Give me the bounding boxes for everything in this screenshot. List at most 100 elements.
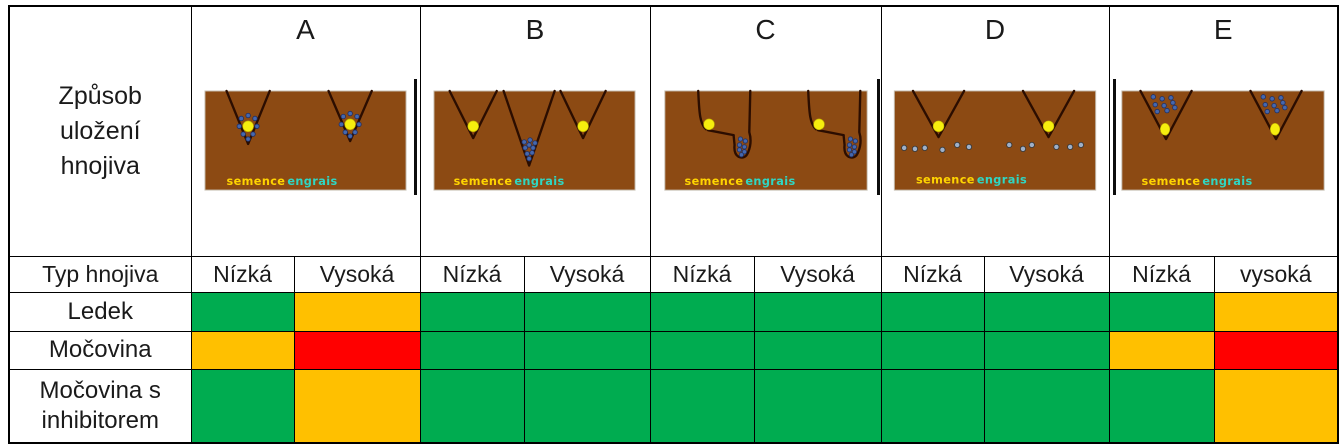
rating-cell bbox=[1108, 368, 1215, 443]
seed-furrow bbox=[1139, 89, 1193, 141]
rating-cell bbox=[419, 368, 525, 443]
dose-header-e-high: vysoká bbox=[1213, 255, 1339, 293]
dose-header-d-low: Nízká bbox=[880, 255, 985, 293]
row-label-ledek: Ledek bbox=[8, 291, 192, 332]
rating-cell bbox=[293, 330, 421, 370]
placement-diagram-d: semence engrais bbox=[893, 89, 1096, 191]
column-letter-b: B bbox=[525, 14, 545, 45]
fertilizer-pocket bbox=[841, 89, 862, 159]
fertilizer-granules bbox=[1260, 94, 1288, 115]
dose-header-c-high: Vysoká bbox=[753, 255, 882, 293]
rating-cell bbox=[880, 330, 985, 370]
rating-cell bbox=[190, 368, 295, 443]
seed-furrow bbox=[1249, 89, 1303, 141]
diagram-cell-c: C bbox=[649, 5, 882, 257]
soil bbox=[893, 90, 1096, 191]
furrow-floor bbox=[706, 129, 735, 137]
dose-header-d-high: Vysoká bbox=[983, 255, 1110, 293]
soil bbox=[203, 90, 407, 191]
column-letter-c: C bbox=[755, 14, 776, 45]
seed-dot bbox=[467, 120, 479, 132]
seed-furrow bbox=[911, 89, 965, 139]
panel-divider bbox=[876, 79, 880, 195]
fertilizer-placement-table: Způsob uložení hnojiva A bbox=[8, 5, 1339, 444]
rating-cell bbox=[1213, 291, 1339, 332]
rating-cell bbox=[190, 330, 295, 370]
dose-header-b-high: Vysoká bbox=[523, 255, 651, 293]
type-header: Typ hnojiva bbox=[8, 255, 192, 293]
rating-cell bbox=[983, 330, 1110, 370]
rating-cell bbox=[1213, 368, 1339, 443]
seed-furrow bbox=[224, 89, 271, 146]
seed-dot bbox=[1160, 123, 1171, 136]
dose-header-a-high: Vysoká bbox=[293, 255, 421, 293]
seed-dot bbox=[1270, 123, 1281, 136]
rating-cell bbox=[983, 291, 1110, 332]
rating-cell bbox=[419, 291, 525, 332]
seed-dot bbox=[1042, 120, 1054, 132]
seed-furrow bbox=[326, 89, 373, 143]
seed-label: semence bbox=[454, 175, 513, 188]
fertilizer-granules bbox=[736, 136, 748, 158]
fertilizer-granules bbox=[521, 137, 538, 162]
row-label-mocovina: Močovina bbox=[8, 330, 192, 370]
corner-header-text: Způsob uložení hnojiva bbox=[58, 81, 142, 180]
soil bbox=[1121, 90, 1325, 191]
fertilizer-granules bbox=[1150, 94, 1178, 115]
rating-cell bbox=[649, 368, 755, 443]
column-letter-e: E bbox=[1213, 14, 1233, 45]
fertilizer-label: engrais bbox=[287, 175, 337, 188]
seed-furrow bbox=[448, 89, 498, 140]
fertilizer-label: engrais bbox=[1203, 175, 1253, 188]
fertilizer-label: engrais bbox=[976, 173, 1026, 186]
rating-cell bbox=[880, 368, 985, 443]
rating-cell bbox=[1108, 330, 1215, 370]
panel-divider bbox=[1112, 79, 1116, 195]
rating-cell bbox=[1108, 291, 1215, 332]
seed-dot bbox=[241, 120, 254, 132]
fertilizer-pocket bbox=[731, 89, 752, 159]
seed-furrow bbox=[1021, 89, 1075, 139]
rating-cell bbox=[1213, 330, 1339, 370]
fertilizer-label: engrais bbox=[514, 175, 564, 188]
broadcast-fertilizer-granules bbox=[900, 141, 1084, 153]
diagram-cell-b: B semence engrais bbox=[419, 5, 651, 257]
diagram-cell-e: E semence engrais bbox=[1108, 5, 1339, 257]
dose-header-e-low: Nízká bbox=[1108, 255, 1215, 293]
rating-cell bbox=[419, 330, 525, 370]
dose-header-c-low: Nízká bbox=[649, 255, 755, 293]
row-label-mocovina-s-inhibitorem: Močovina s inhibitorem bbox=[8, 368, 192, 443]
rating-cell bbox=[753, 330, 882, 370]
corner-header: Způsob uložení hnojiva bbox=[8, 5, 192, 257]
seed-label: semence bbox=[1142, 175, 1201, 188]
panel-divider bbox=[413, 79, 417, 195]
fertilizer-granules bbox=[846, 136, 858, 158]
seed-label: semence bbox=[915, 173, 974, 186]
rating-cell bbox=[523, 291, 651, 332]
fertilizer-furrow bbox=[502, 89, 556, 167]
dose-header-b-low: Nízká bbox=[419, 255, 525, 293]
rating-cell bbox=[649, 330, 755, 370]
rating-cell bbox=[523, 330, 651, 370]
furrow-floor bbox=[816, 129, 845, 137]
seed-label: semence bbox=[684, 175, 743, 188]
placement-diagram-c: semence engrais bbox=[663, 89, 868, 191]
rating-cell bbox=[753, 368, 882, 443]
placement-diagram-b: semence engrais bbox=[433, 89, 636, 191]
rating-cell bbox=[190, 291, 295, 332]
placement-diagram-e: semence engrais bbox=[1121, 89, 1325, 191]
seed-dot bbox=[812, 118, 825, 131]
rating-cell bbox=[649, 291, 755, 332]
rating-cell bbox=[523, 368, 651, 443]
dose-header-a-low: Nízká bbox=[190, 255, 295, 293]
rating-cell bbox=[983, 368, 1110, 443]
placement-diagram-a: semence engrais bbox=[203, 89, 407, 191]
rating-cell bbox=[753, 291, 882, 332]
seed-dot bbox=[343, 118, 356, 131]
seed-dot bbox=[702, 118, 715, 131]
fertilizer-granules bbox=[236, 112, 260, 142]
fertilizer-granules bbox=[338, 110, 362, 139]
diagram-cell-a: A semence engrais bbox=[190, 5, 421, 257]
seed-dot bbox=[932, 120, 944, 132]
